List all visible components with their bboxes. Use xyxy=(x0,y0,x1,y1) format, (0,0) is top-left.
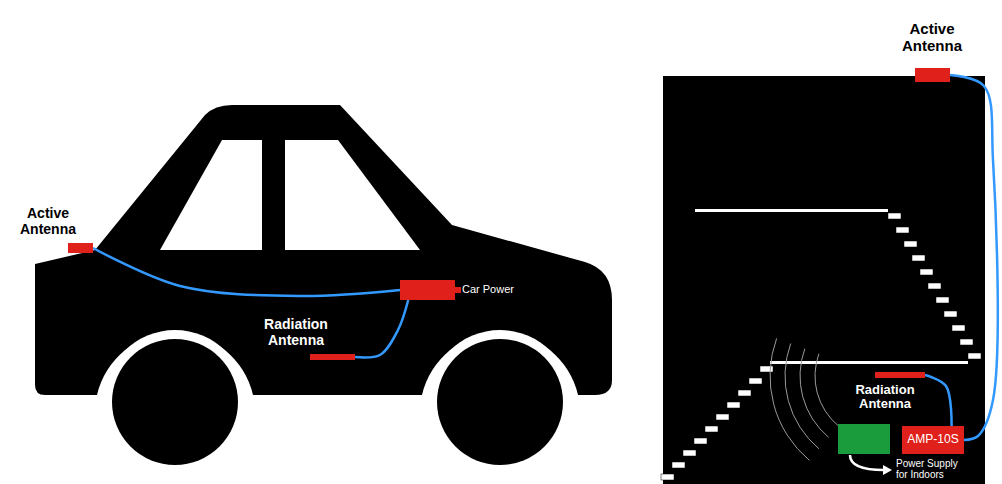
radiation-antenna: Radiation Antenna xyxy=(310,354,355,360)
stairs xyxy=(661,213,981,480)
stair-step xyxy=(944,311,957,317)
upper-floor xyxy=(695,209,888,212)
wave-arc xyxy=(770,338,809,460)
stair-step xyxy=(888,213,901,219)
wave-arc xyxy=(815,354,838,426)
node-label: Active Antenna xyxy=(10,205,86,237)
stair-step xyxy=(705,426,718,432)
stair-step xyxy=(912,255,925,261)
radio-waves xyxy=(770,338,838,460)
power-plug xyxy=(454,287,461,293)
stair-step xyxy=(920,269,933,275)
stair-step xyxy=(896,227,909,233)
stair-step xyxy=(968,353,981,359)
node-label: Active Antenna xyxy=(887,20,977,55)
node-label: AMP-10S xyxy=(907,433,958,447)
active-antenna: Active Antenna xyxy=(68,243,93,253)
active-antenna: Active Antenna xyxy=(915,68,950,82)
wave-arc xyxy=(800,349,829,438)
antenna-cable xyxy=(950,75,998,440)
building xyxy=(661,76,985,484)
wheel-gap xyxy=(428,330,572,474)
stair-step xyxy=(694,438,707,444)
amplifier-box: AMP-10S xyxy=(902,426,964,454)
stair-step xyxy=(683,450,696,456)
stair-step xyxy=(928,283,941,289)
wave-arc xyxy=(785,344,819,449)
stair-step xyxy=(904,241,917,247)
stair-step xyxy=(672,462,685,468)
node-label: Car Power xyxy=(462,283,514,296)
car xyxy=(35,105,612,474)
radiation-antenna: Radiation Antenna xyxy=(875,372,925,378)
amplifier-box: Car Power xyxy=(400,280,455,300)
stair-step xyxy=(738,390,751,396)
supply-arrowhead xyxy=(883,465,892,475)
node-label: Radiation Antenna xyxy=(250,316,342,348)
antenna-cable xyxy=(93,248,400,296)
wheel-gap xyxy=(103,330,247,474)
power-supply: Power Supply for Indoors xyxy=(838,424,890,454)
supply-arrow xyxy=(850,455,884,470)
stair-step xyxy=(760,366,773,372)
antenna-cable xyxy=(355,300,408,357)
lower-floor xyxy=(770,361,968,364)
wheel xyxy=(437,339,563,465)
car-window xyxy=(285,140,420,250)
stair-step xyxy=(936,297,949,303)
stair-step xyxy=(952,325,965,331)
stair-step xyxy=(749,378,762,384)
stair-step xyxy=(661,474,674,480)
stair-step xyxy=(960,339,973,345)
node-label: Radiation Antenna xyxy=(843,383,927,412)
wheel xyxy=(112,339,238,465)
stair-step xyxy=(727,402,740,408)
building-body xyxy=(663,76,985,484)
stair-step xyxy=(716,414,729,420)
antenna-cable xyxy=(925,375,952,426)
node-label: Power Supply for Indoors xyxy=(896,459,962,480)
car-window xyxy=(160,140,262,250)
